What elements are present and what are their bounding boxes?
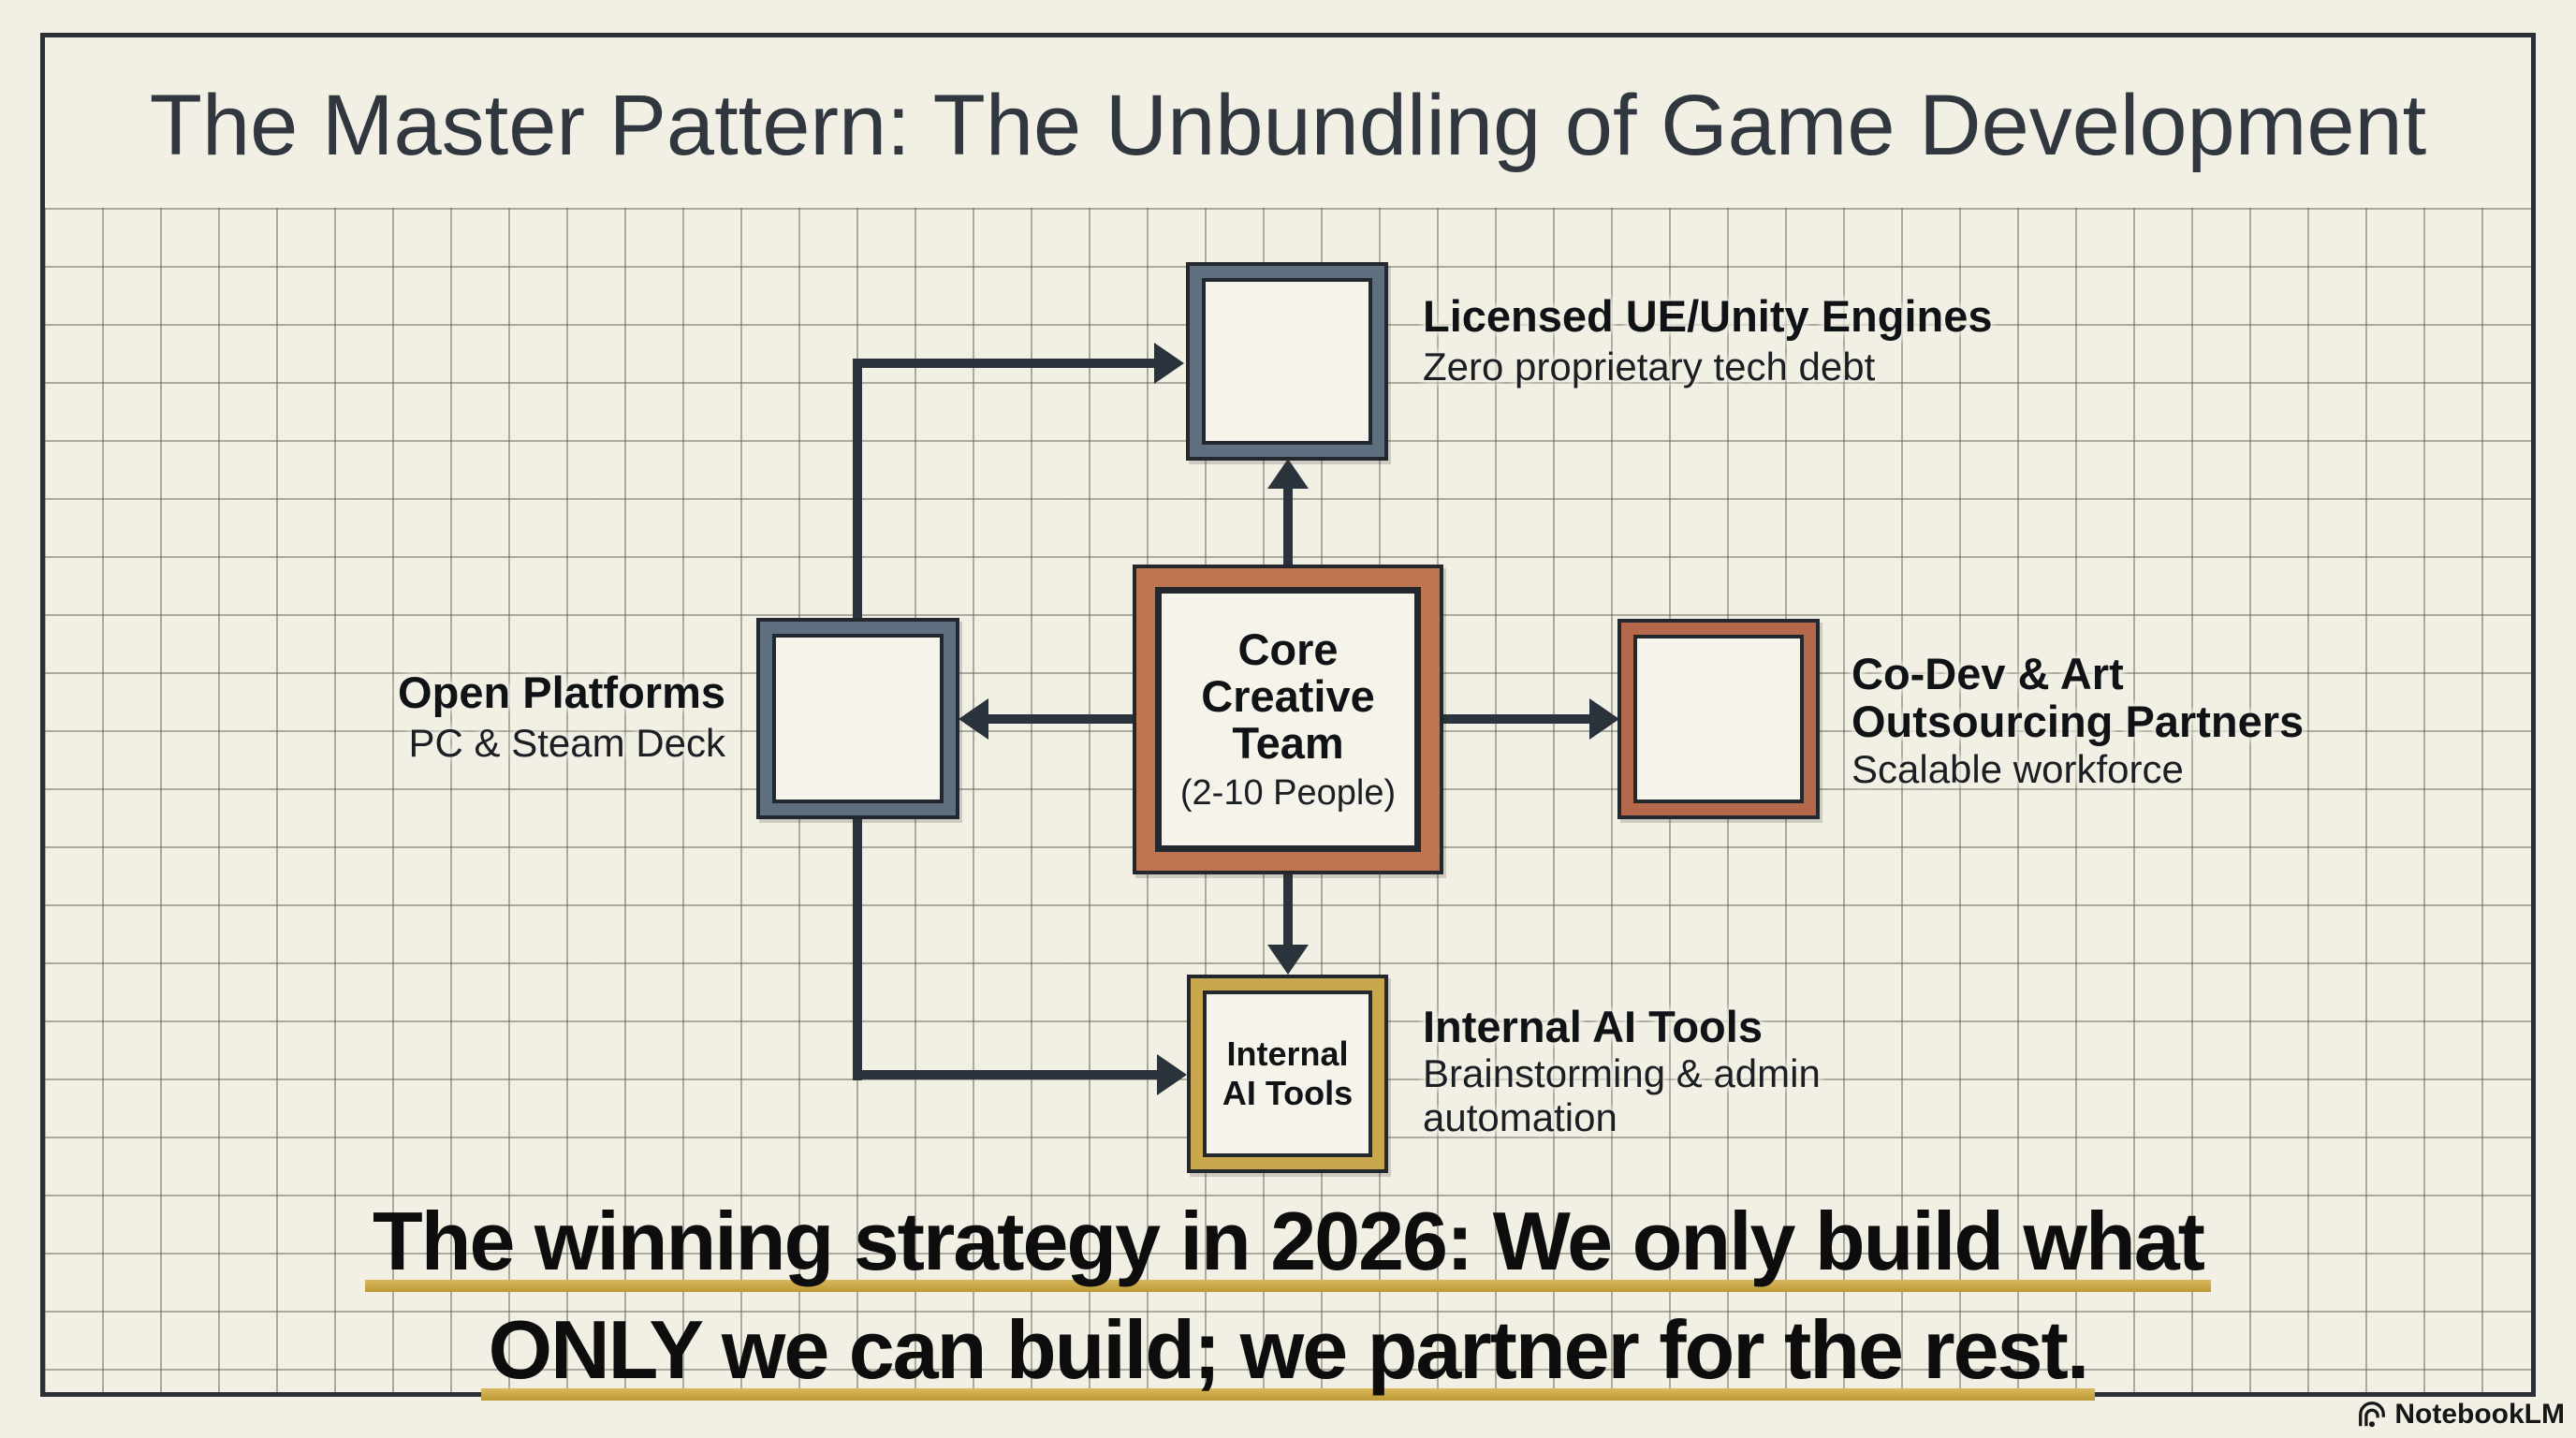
node-platforms-box-fill — [772, 634, 944, 803]
headline-line1: The winning strategy in 2026: We only bu… — [365, 1200, 2211, 1292]
partners-label-subtitle: Scalable workforce — [1852, 747, 2184, 791]
connector-core-to-partners — [1440, 714, 1591, 724]
core-team-label-line1: Core — [1237, 624, 1339, 674]
node-core-creative-team-box: Core Creative Team (2-10 People) — [1133, 565, 1443, 874]
node-ai-tools-content: Internal AI Tools — [1203, 990, 1372, 1157]
arrowhead-platforms-to-engines — [1154, 343, 1184, 384]
ai-tools-label-subtitle-line1: Brainstorming & admin — [1423, 1051, 1821, 1095]
node-core-creative-team-content: Core Creative Team (2-10 People) — [1155, 587, 1421, 852]
platforms-label-subtitle: PC & Steam Deck — [408, 721, 725, 765]
node-engines-box-fill — [1202, 278, 1372, 445]
arrowhead-core-to-ai-tools — [1267, 945, 1309, 975]
platforms-label-title: Open Platforms — [398, 668, 725, 717]
bottom-headline: The winning strategy in 2026: We only bu… — [0, 1200, 2576, 1401]
ai-tools-label-subtitle-line2: automation — [1423, 1095, 1617, 1139]
ai-tools-label-title: Internal AI Tools — [1423, 1002, 1763, 1051]
notebooklm-logo-icon — [2356, 1401, 2388, 1429]
partners-label-title-line2: Outsourcing Partners — [1852, 697, 2305, 746]
connector-platforms-to-engines-horizontal — [853, 359, 1160, 368]
ai-tools-box-label-line2: AI Tools — [1222, 1074, 1354, 1112]
connector-core-to-engines — [1283, 485, 1293, 569]
node-ai-tools-box: Internal AI Tools — [1187, 975, 1388, 1173]
engines-label-title: Licensed UE/Unity Engines — [1423, 291, 1993, 341]
arrowhead-core-to-engines — [1267, 459, 1309, 489]
ai-tools-box-label-line1: Internal — [1226, 1034, 1349, 1073]
arrowhead-core-to-platforms — [959, 698, 988, 740]
arrowhead-core-to-partners — [1589, 698, 1619, 740]
partners-label: Co-Dev & Art Outsourcing Partners Scalab… — [1852, 650, 2304, 791]
core-team-label-line2: Creative — [1201, 670, 1375, 721]
arrowhead-platforms-to-ai-tools — [1157, 1054, 1187, 1095]
node-platforms-box — [756, 618, 959, 819]
ai-tools-label: Internal AI Tools Brainstorming & admin … — [1423, 1002, 1821, 1140]
partners-label-title-line1: Co-Dev & Art — [1852, 649, 2124, 698]
connector-platforms-to-ai-tools-horizontal — [853, 1070, 1162, 1079]
core-team-size-label: (2-10 People) — [1179, 772, 1397, 813]
node-engines-box — [1186, 262, 1388, 461]
core-team-label-line3: Team — [1232, 717, 1344, 768]
engines-label-subtitle: Zero proprietary tech debt — [1423, 345, 1876, 389]
connector-core-to-ai-tools — [1283, 871, 1293, 947]
notebooklm-watermark: NotebookLM — [2356, 1399, 2565, 1431]
headline-line2: ONLY we can build; we partner for the re… — [480, 1309, 2096, 1401]
node-partners-box — [1617, 619, 1820, 819]
notebooklm-watermark-text: NotebookLM — [2394, 1399, 2565, 1430]
connector-core-to-platforms — [985, 714, 1136, 724]
node-partners-box-fill — [1633, 635, 1804, 803]
connector-platforms-to-ai-tools-vertical — [853, 816, 862, 1080]
connector-platforms-to-engines-vertical — [853, 360, 862, 622]
page-title: The Master Pattern: The Unbundling of Ga… — [149, 78, 2427, 173]
platforms-label: Open Platforms PC & Steam Deck — [398, 668, 725, 766]
engines-label: Licensed UE/Unity Engines Zero proprieta… — [1423, 292, 1993, 389]
